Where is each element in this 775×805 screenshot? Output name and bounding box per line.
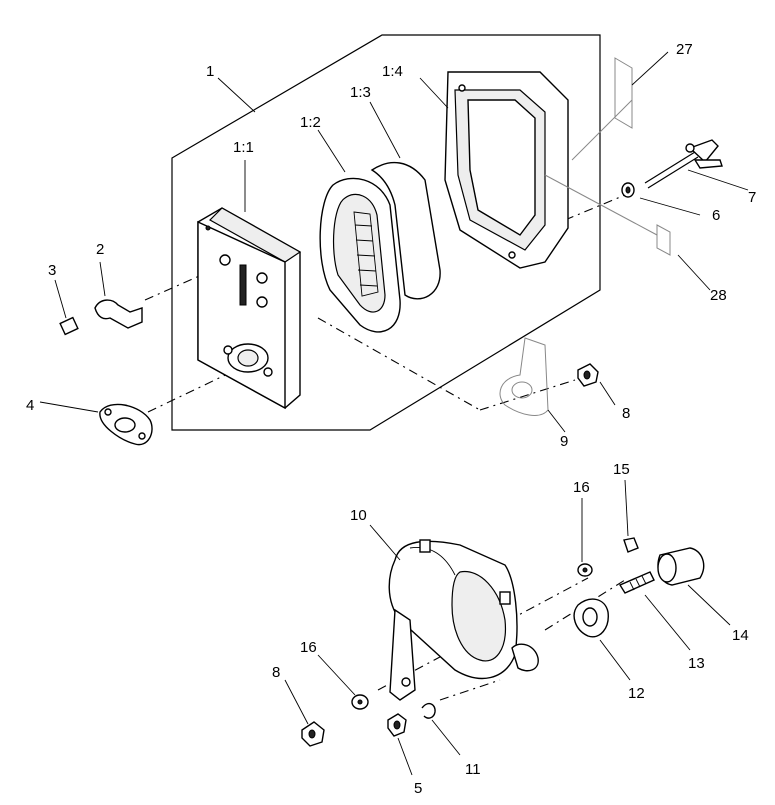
pre-cleaner-1-3 [370, 161, 441, 300]
callout-1-4: 1:4 [382, 63, 403, 80]
nut-8-lower [301, 721, 325, 747]
callout-1-3: 1:3 [350, 84, 371, 101]
callout-16-lower: 16 [300, 639, 317, 656]
callout-8-lower: 8 [272, 664, 280, 681]
callout-12: 12 [628, 685, 645, 702]
callout-8-top: 8 [622, 405, 630, 422]
stud-13 [618, 571, 655, 594]
washer-6 [621, 182, 635, 198]
callout-1-1: 1:1 [233, 139, 254, 156]
bracket-9 [499, 337, 549, 416]
muffler-10 [388, 539, 539, 701]
plug-15 [623, 537, 639, 553]
gasket-12 [573, 598, 609, 638]
callout-2: 2 [96, 241, 104, 258]
wing-bolt-7 [644, 139, 723, 189]
callout-1-2: 1:2 [300, 114, 321, 131]
gasket-4 [99, 403, 153, 446]
nut-8-top [577, 363, 599, 387]
callout-27: 27 [676, 41, 693, 58]
centerline-right [317, 317, 481, 411]
callout-16-upper: 16 [573, 479, 590, 496]
filter-element-1-2 [319, 177, 401, 333]
decal-28 [656, 224, 671, 256]
tube-3 [59, 316, 79, 336]
callout-15: 15 [613, 461, 630, 478]
callout-1: 1 [206, 63, 214, 80]
callout-13: 13 [688, 655, 705, 672]
callout-28: 28 [710, 287, 727, 304]
callout-6: 6 [712, 207, 720, 224]
centerline-bolt [564, 194, 626, 221]
callout-14: 14 [732, 627, 749, 644]
washer-16-lower [351, 694, 369, 710]
cover-1-4 [444, 71, 569, 269]
callout-5: 5 [414, 780, 422, 797]
centerline-right-b [479, 379, 576, 411]
washer-16-upper [577, 563, 593, 577]
callout-11: 11 [465, 761, 481, 778]
callout-10: 10 [350, 507, 367, 524]
breather-elbow-2 [94, 299, 143, 329]
callout-9: 9 [560, 433, 568, 450]
callout-3: 3 [48, 262, 56, 279]
nut-5 [387, 713, 407, 737]
base-plate-1-1 [197, 207, 302, 410]
clip-11 [421, 702, 436, 719]
decal-27 [614, 57, 633, 129]
centerline-muffler-2 [439, 679, 501, 701]
cap-14 [657, 547, 705, 586]
callout-4: 4 [26, 397, 34, 414]
assembly-1-outline [171, 34, 601, 431]
callout-7: 7 [748, 189, 756, 206]
